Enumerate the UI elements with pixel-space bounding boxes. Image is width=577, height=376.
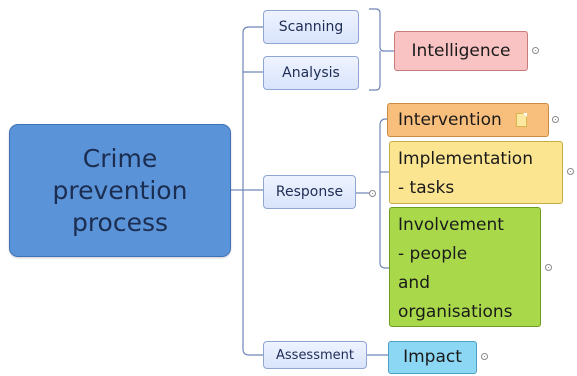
subtopic-intervention-label: Intervention	[398, 109, 502, 130]
note-icon[interactable]	[515, 113, 527, 127]
subtopic-implementation[interactable]: Implementation - tasks	[389, 141, 563, 204]
topic-assessment[interactable]: Assessment	[263, 341, 367, 369]
subtopic-intelligence[interactable]: Intelligence	[394, 31, 528, 71]
subtopic-impact-label: Impact	[403, 347, 462, 367]
topic-assessment-label: Assessment	[276, 347, 354, 363]
collapse-icon-impact[interactable]	[481, 353, 488, 360]
subtopic-involvement[interactable]: Involvement - people and organisations	[389, 207, 541, 327]
collapse-icon-response[interactable]	[369, 190, 376, 197]
topic-scanning[interactable]: Scanning	[263, 10, 359, 44]
topic-response[interactable]: Response	[263, 175, 356, 209]
topic-response-label: Response	[275, 184, 344, 200]
central-topic-crime-prevention-process[interactable]: Crime prevention process	[9, 124, 231, 257]
subtopic-intervention[interactable]: Intervention	[387, 103, 549, 137]
topic-analysis[interactable]: Analysis	[263, 56, 359, 90]
collapse-icon-intervention[interactable]	[552, 116, 559, 123]
subtopic-intelligence-label: Intelligence	[411, 40, 511, 61]
collapse-icon-implementation[interactable]	[567, 168, 574, 175]
collapse-icon-intelligence[interactable]	[532, 47, 539, 54]
topic-analysis-label: Analysis	[282, 65, 340, 81]
topic-scanning-label: Scanning	[278, 19, 344, 35]
collapse-icon-involvement[interactable]	[545, 264, 552, 271]
subtopic-impact[interactable]: Impact	[388, 341, 477, 374]
